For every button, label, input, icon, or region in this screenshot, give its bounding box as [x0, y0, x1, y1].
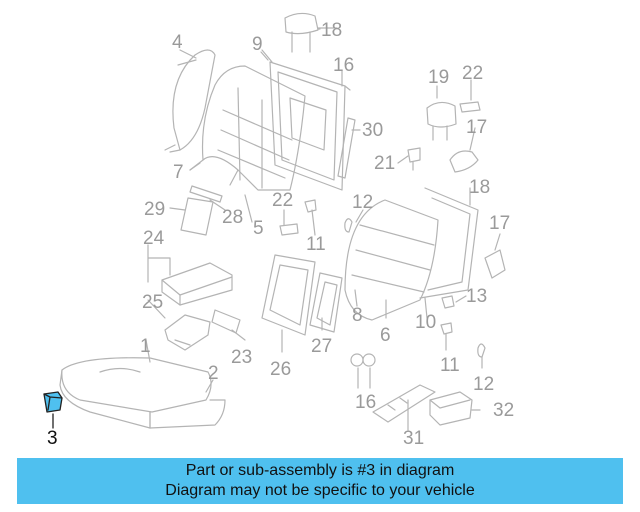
callout-22b: 22	[272, 190, 294, 211]
seat-cushion-part	[59, 357, 226, 429]
hook-part	[344, 218, 353, 233]
callout-25: 25	[142, 292, 164, 313]
guide-part	[459, 101, 481, 113]
bolt-part	[407, 147, 421, 171]
callout-1: 1	[140, 336, 151, 357]
info-banner: Part or sub-assembly is #3 in diagram Di…	[17, 458, 623, 504]
bracket-part	[449, 150, 479, 173]
banner-line-2: Diagram may not be specific to your vehi…	[165, 482, 475, 499]
callout-9: 9	[252, 34, 263, 55]
clip-11-part	[440, 322, 453, 335]
callout-19: 19	[428, 67, 450, 88]
callout-27: 27	[311, 336, 333, 357]
pad-24-part	[161, 262, 233, 306]
callout-8: 8	[352, 305, 363, 326]
callout-13: 13	[466, 286, 488, 307]
rail-part	[372, 384, 436, 423]
callout-7: 7	[173, 162, 184, 183]
side-cover-part	[484, 249, 506, 279]
callout-12a: 12	[352, 192, 374, 213]
callout-6: 6	[380, 325, 391, 346]
callout-28: 28	[222, 207, 244, 228]
panel-27-part	[309, 272, 343, 333]
guide-lower-part	[279, 223, 299, 236]
callout-21: 21	[374, 153, 396, 174]
hook-lower-part	[477, 343, 486, 358]
strip-23-part	[211, 309, 241, 334]
callout-16: 17	[489, 213, 511, 234]
callout-2: 2	[208, 363, 219, 384]
callout-23: 23	[231, 347, 253, 368]
callout-17: 17	[466, 117, 488, 138]
callout-14: 16	[333, 55, 355, 76]
callout-20: 18	[321, 20, 343, 41]
headrest-part	[284, 12, 338, 53]
pad-25-part	[164, 314, 211, 351]
strip-part	[337, 117, 356, 179]
buttons-part	[350, 353, 376, 367]
module-part	[429, 391, 473, 426]
pad-part	[180, 185, 223, 236]
banner-line-1: Part or sub-assembly is #3 in diagram	[185, 462, 455, 479]
callout-12b: 12	[473, 374, 495, 395]
clip-13-part	[441, 295, 455, 309]
parts-diagram	[43, 12, 506, 431]
callout-3-highlighted: 3	[47, 428, 58, 449]
clip-part	[304, 199, 317, 213]
callout-22a: 22	[462, 63, 484, 84]
callout-15: 18	[469, 177, 491, 198]
headrest-small-part	[426, 101, 457, 141]
callout-18: 16	[355, 392, 377, 413]
leader-lines	[145, 28, 501, 431]
callout-10: 10	[415, 312, 437, 333]
backrest-cushion-part	[189, 65, 306, 191]
backrest-frame-part	[260, 51, 351, 191]
callout-26: 26	[270, 359, 292, 380]
panel-26-part	[261, 254, 316, 336]
callout-30: 30	[362, 120, 384, 141]
callout-24: 24	[143, 228, 165, 249]
callout-29: 29	[144, 199, 166, 220]
callout-4: 4	[172, 32, 183, 53]
highlighted-part-3	[43, 391, 63, 429]
callout-11b: 11	[440, 355, 460, 376]
callout-32: 32	[493, 400, 515, 421]
callout-5: 5	[253, 218, 264, 239]
bolster-part	[164, 49, 216, 153]
callout-31: 31	[403, 428, 425, 449]
right-backrest-part	[344, 187, 479, 321]
callout-11a: 11	[306, 234, 326, 255]
